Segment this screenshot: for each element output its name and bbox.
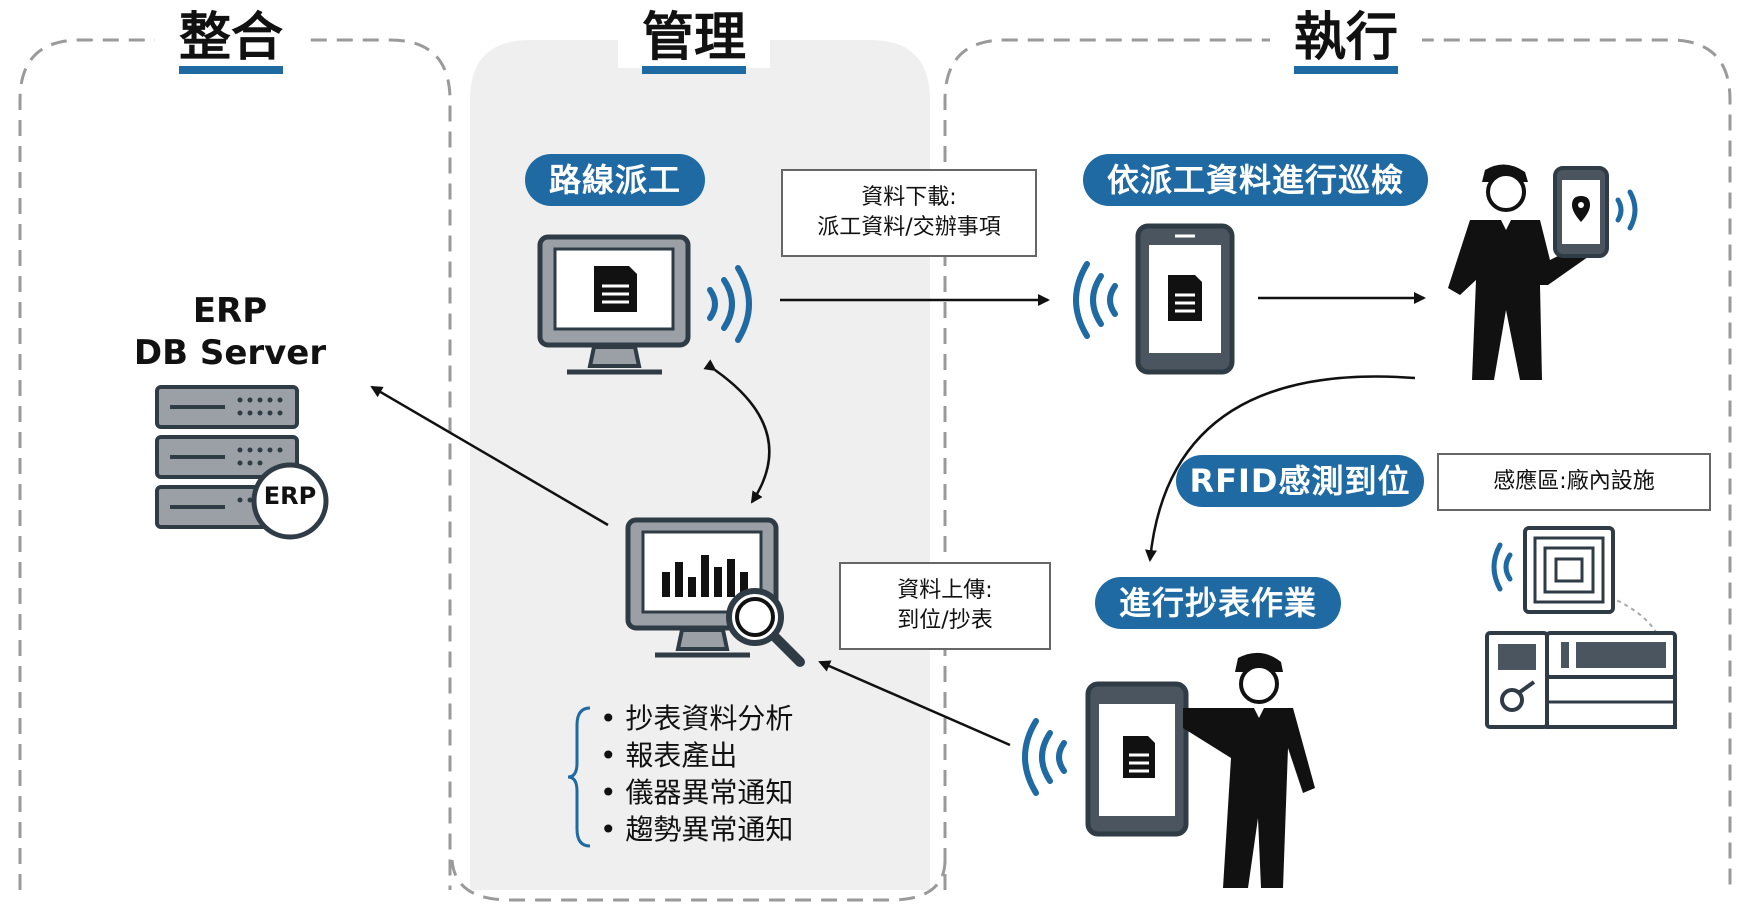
arrow-phone-to-analysis [818, 660, 1011, 747]
erp-label-line1: ERP [192, 291, 268, 331]
phone-document-icon [1135, 223, 1235, 375]
wifi-icon [1022, 718, 1067, 796]
erp-server-label: ERP DB Server [130, 290, 330, 374]
list-item: 抄表資料分析 [600, 700, 793, 737]
wifi-icon [1073, 261, 1118, 339]
download-line1: 資料下載: [861, 185, 957, 210]
download-line2: 派工資料/交辦事項 [817, 215, 1001, 240]
rfid-tag-icon [1491, 526, 1615, 614]
list-item: 儀器異常通知 [600, 774, 793, 811]
meter-icon [1485, 631, 1677, 729]
step-reading: 進行抄表作業 [1095, 577, 1341, 629]
monitor-chart-icon [625, 517, 805, 667]
zone-label: 感應區:廠內設施 [1493, 469, 1655, 494]
arrow-bidirectional [703, 359, 771, 504]
erp-label-line2: DB Server [133, 333, 327, 373]
upload-line2: 到位/抄表 [897, 608, 993, 633]
download-box: 資料下載: 派工資料/交辦事項 [781, 169, 1037, 257]
step-dispatch: 路線派工 [525, 154, 705, 206]
step-rfid: RFID感測到位 [1176, 455, 1424, 507]
worker-icon [1448, 164, 1638, 380]
step-patrol: 依派工資料進行巡檢 [1083, 154, 1428, 206]
worker-icon [1085, 652, 1315, 888]
section-title-execute: 執行 [1270, 8, 1423, 74]
arrow-analysis-to-erp [370, 385, 609, 527]
execute-frame [943, 38, 1732, 890]
arrow-worker-to-reading [1145, 375, 1416, 562]
upload-line1: 資料上傳: [897, 578, 993, 603]
zone-box: 感應區:廠內設施 [1437, 453, 1711, 511]
brace-icon [567, 706, 591, 848]
monitor-document-icon [537, 234, 691, 375]
wifi-icon [707, 265, 752, 343]
erp-badge: ERP [263, 482, 317, 510]
list-item: 趨勢異常通知 [600, 811, 793, 848]
magnifier-icon [726, 588, 805, 667]
manage-frame-bottom [450, 859, 947, 902]
upload-box: 資料上傳: 到位/抄表 [839, 562, 1051, 650]
section-title-manage: 管理 [618, 8, 771, 74]
list-item: 報表產出 [600, 737, 793, 774]
analysis-list: 抄表資料分析 報表產出 儀器異常通知 趨勢異常通知 [600, 700, 793, 848]
section-title-integrate: 整合 [155, 8, 308, 74]
server-icon [155, 385, 329, 540]
